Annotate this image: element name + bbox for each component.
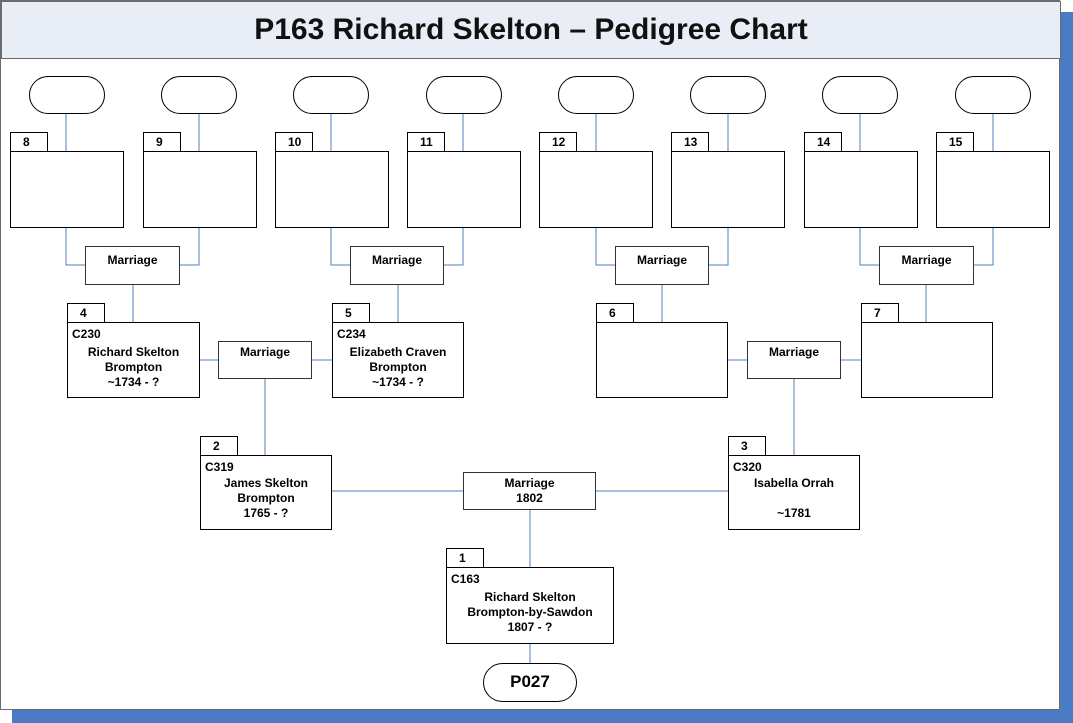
person-number-8: 8 <box>10 132 48 152</box>
person-box-1[interactable]: C163 Richard Skelton Brompton-by-Sawdon … <box>446 567 614 644</box>
person-place: Brompton-by-Sawdon <box>467 605 593 619</box>
marriage-label: Marriage <box>371 253 423 267</box>
person-number-13: 13 <box>671 132 709 152</box>
parent-link-15[interactable] <box>955 76 1031 114</box>
person-number-11: 11 <box>407 132 445 152</box>
person-number-6: 6 <box>596 303 634 323</box>
parent-link-14[interactable] <box>822 76 898 114</box>
marriage-label: Marriage <box>107 253 158 267</box>
person-box-3[interactable]: C320 Isabella Orrah ~1781 <box>728 455 860 530</box>
parent-link-12[interactable] <box>558 76 634 114</box>
person-box-11[interactable] <box>407 151 521 228</box>
person-number-7: 7 <box>861 303 899 323</box>
marriage-box-6-7[interactable]: Marriage <box>747 341 841 379</box>
person-box-6[interactable] <box>596 322 728 398</box>
parent-link-8[interactable] <box>29 76 105 114</box>
person-box-13[interactable] <box>671 151 785 228</box>
marriage-year: 1802 <box>516 491 543 505</box>
person-place: Brompton <box>369 360 427 374</box>
person-name: Richard Skelton <box>484 590 576 604</box>
person-dates: ~1734 - ? <box>372 375 424 389</box>
parent-link-10[interactable] <box>293 76 369 114</box>
person-name: Richard Skelton <box>87 345 180 359</box>
marriage-box-10-11[interactable]: Marriage <box>350 246 444 285</box>
person-number-15: 15 <box>936 132 974 152</box>
person-name: Elizabeth Craven <box>349 345 447 359</box>
person-number-4: 4 <box>67 303 105 323</box>
child-reference-link[interactable]: P027 <box>483 663 577 702</box>
marriage-label: Marriage <box>901 253 952 267</box>
person-code: C234 <box>337 327 366 341</box>
person-place: Brompton <box>104 360 163 374</box>
person-box-2[interactable]: C319 James Skelton Brompton 1765 - ? <box>200 455 332 530</box>
person-box-5[interactable]: C234 Elizabeth Craven Brompton ~1734 - ? <box>332 322 464 398</box>
marriage-label: Marriage <box>504 476 555 490</box>
person-code: C319 <box>205 460 234 474</box>
person-box-4[interactable]: C230 Richard Skelton Brompton ~1734 - ? <box>67 322 200 398</box>
person-box-8[interactable] <box>10 151 124 228</box>
person-number-14: 14 <box>804 132 842 152</box>
marriage-box-14-15[interactable]: Marriage <box>879 246 974 285</box>
person-number-1: 1 <box>446 548 484 568</box>
person-place: Brompton <box>237 491 295 505</box>
page-title: P163 Richard Skelton – Pedigree Chart <box>1 1 1061 59</box>
person-box-14[interactable] <box>804 151 918 228</box>
person-number-10: 10 <box>275 132 313 152</box>
person-box-15[interactable] <box>936 151 1050 228</box>
person-number-9: 9 <box>143 132 181 152</box>
person-dates: ~1734 - ? <box>107 375 160 389</box>
person-dates: ~1781 <box>777 506 811 520</box>
parent-link-13[interactable] <box>690 76 766 114</box>
person-box-7[interactable] <box>861 322 993 398</box>
person-dates: 1765 - ? <box>243 506 289 520</box>
person-number-3: 3 <box>728 436 766 456</box>
person-name: James Skelton <box>223 476 309 490</box>
parent-link-11[interactable] <box>426 76 502 114</box>
person-box-12[interactable] <box>539 151 653 228</box>
marriage-box-4-5[interactable]: Marriage <box>218 341 312 379</box>
person-number-2: 2 <box>200 436 238 456</box>
person-code: C230 <box>72 327 101 341</box>
marriage-label: Marriage <box>768 345 820 359</box>
person-box-9[interactable] <box>143 151 257 228</box>
person-number-12: 12 <box>539 132 577 152</box>
marriage-label: Marriage <box>636 253 688 267</box>
marriage-box-8-9[interactable]: Marriage <box>85 246 180 285</box>
marriage-box-2-3[interactable]: Marriage 1802 <box>463 472 596 510</box>
person-dates: 1807 - ? <box>507 620 553 634</box>
person-number-5: 5 <box>332 303 370 323</box>
person-name: Isabella Orrah <box>753 476 835 490</box>
person-code: C320 <box>733 460 762 474</box>
person-place <box>729 491 859 506</box>
person-code: C163 <box>451 572 480 586</box>
marriage-label: Marriage <box>239 345 291 359</box>
person-box-10[interactable] <box>275 151 389 228</box>
parent-link-9[interactable] <box>161 76 237 114</box>
marriage-box-12-13[interactable]: Marriage <box>615 246 709 285</box>
